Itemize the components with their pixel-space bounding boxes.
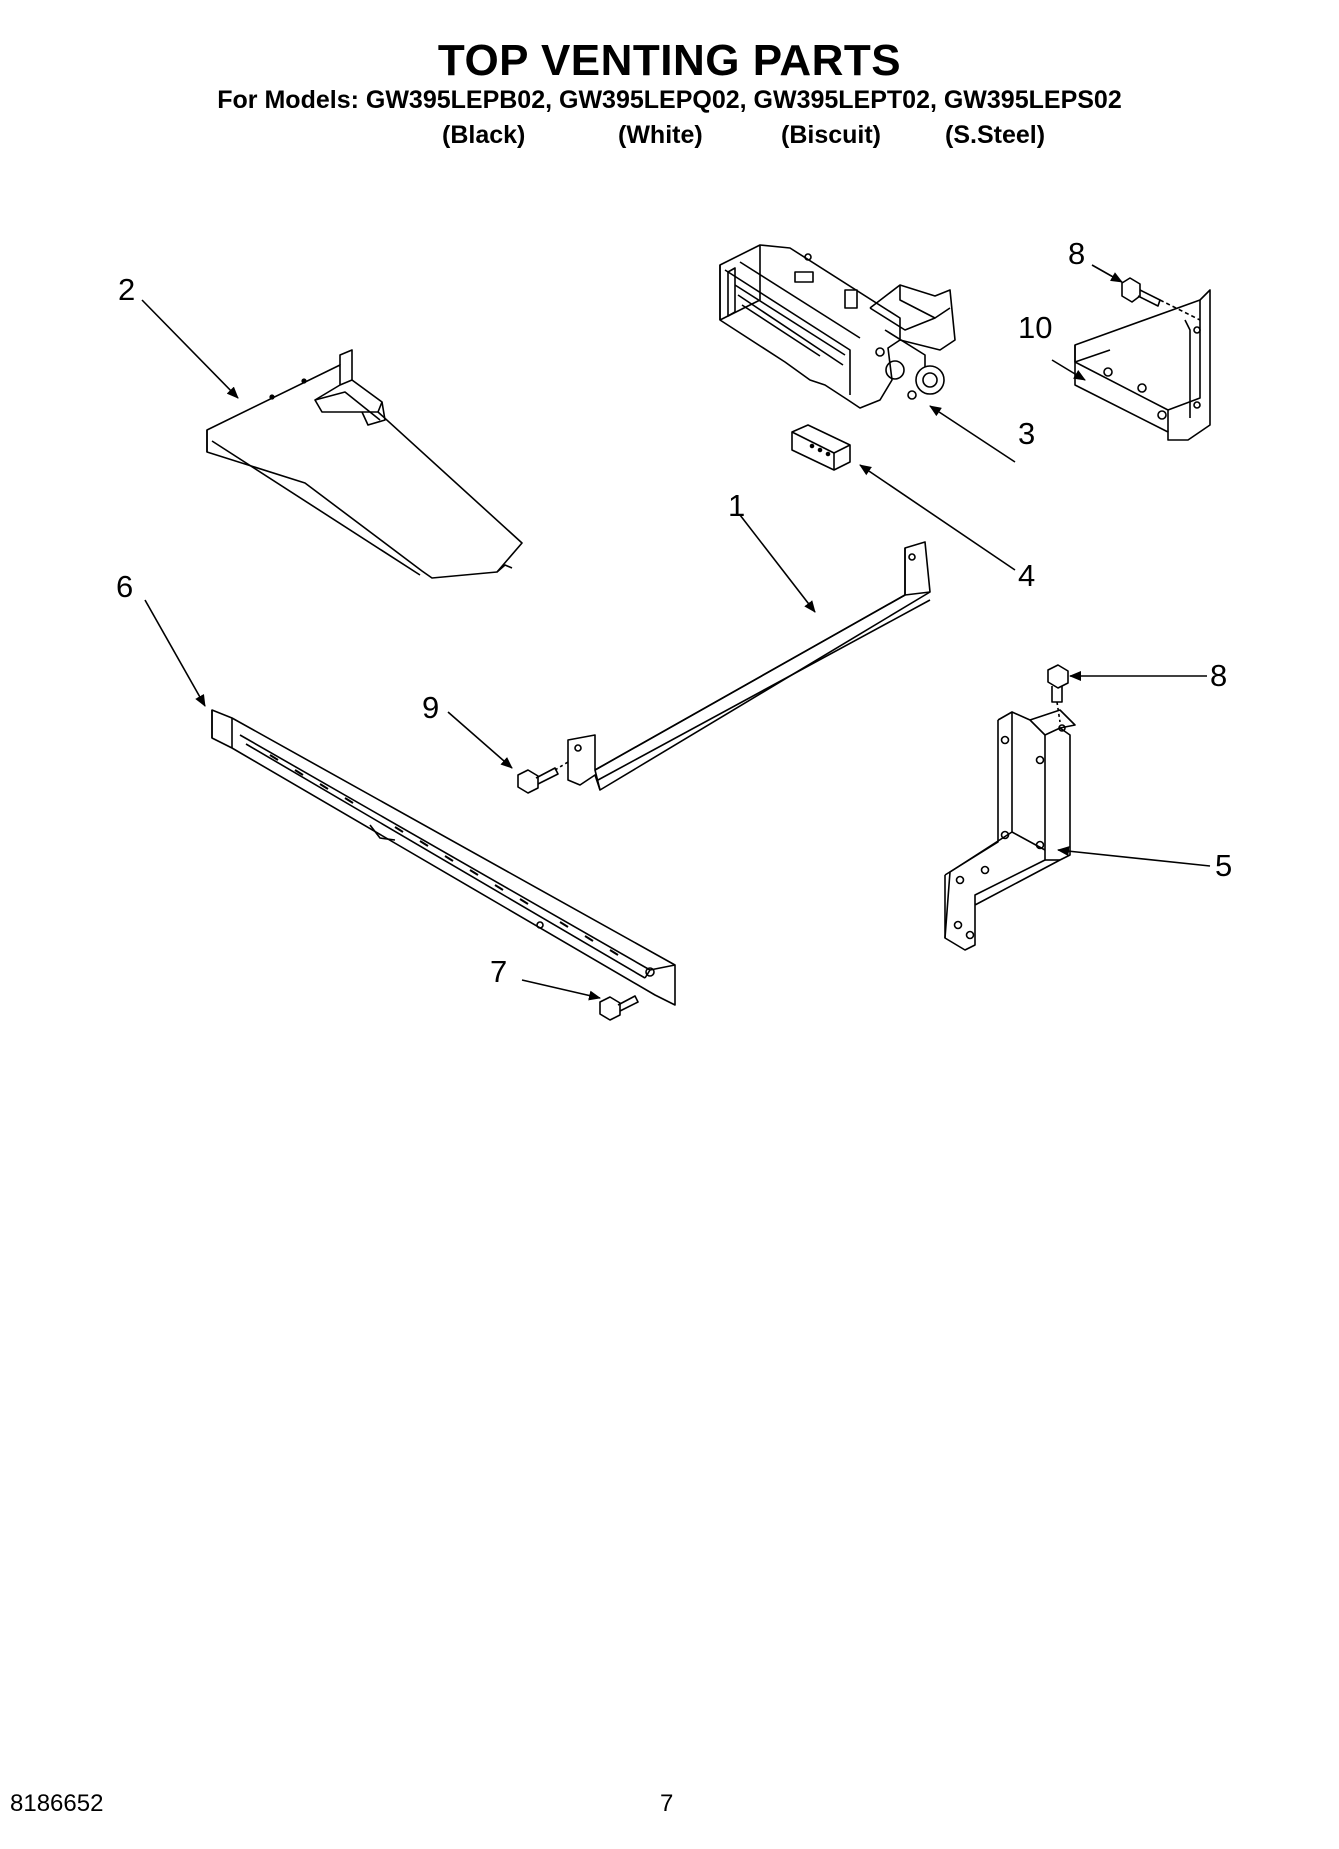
callout-10: 10 [1018,310,1052,345]
page-title: TOP VENTING PARTS [437,36,902,85]
part-10-bracket [1074,289,1211,441]
callout-labels: 2 3 4 1 6 9 7 8 10 8 5 [116,236,1232,989]
callout-6: 6 [116,569,133,604]
callout-7: 7 [490,954,507,989]
callout-3: 3 [1018,416,1035,451]
color-label-biscuit: (Biscuit) [781,121,881,149]
part-5-support-bracket [944,709,1076,951]
part-2-duct-bracket [206,349,523,579]
callout-8-mid: 8 [1210,658,1227,693]
part-8-screw-top [1121,277,1201,321]
callout-8-top: 8 [1068,236,1085,271]
leader-lines [141,264,1211,1001]
doc-number: 8186652 [10,1790,104,1817]
part-7-screw [599,995,639,1021]
part-6-vent-trim [211,709,676,1006]
part-9-screw [517,761,569,794]
color-label-steel: (S.Steel) [945,121,1046,149]
part-8-screw-mid [1047,664,1069,723]
callout-5: 5 [1215,848,1232,883]
color-label-black: (Black) [442,121,526,149]
part-1-channel [567,541,931,791]
callout-1: 1 [728,488,745,523]
callout-9: 9 [422,690,439,725]
callout-2: 2 [118,272,135,307]
color-label-white: (White) [618,121,703,149]
page-number: 7 [660,1790,674,1817]
callout-4: 4 [1018,558,1035,593]
part-3-vent-motor [719,244,956,409]
models-line: For Models: GW395LEPB02, GW395LEPQ02, GW… [217,86,1122,114]
part-4-foam-block [791,424,851,471]
